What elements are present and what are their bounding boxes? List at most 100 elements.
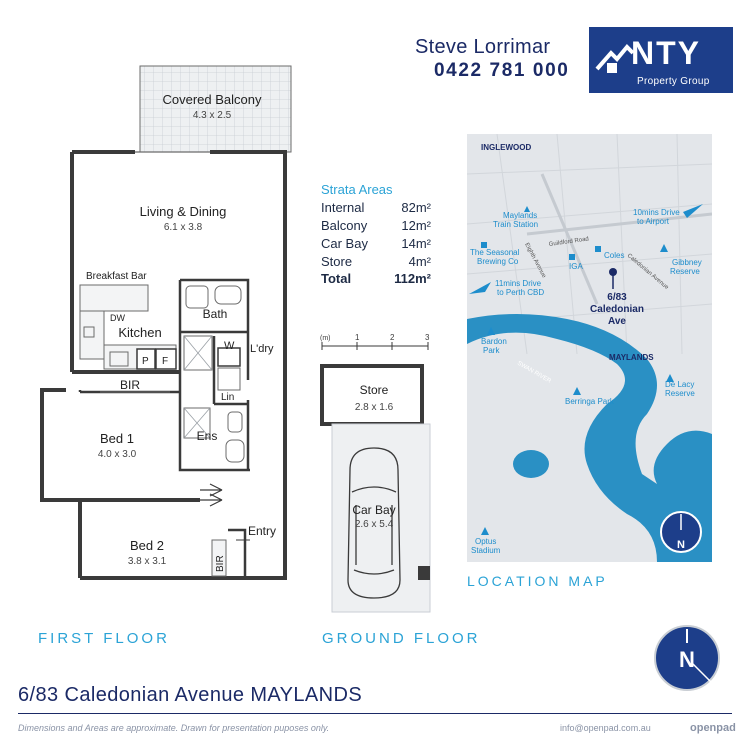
strata-value: 4m²	[408, 254, 431, 269]
map-label-maylands: MAYLANDS	[609, 353, 654, 362]
breakfast-bar-label: Breakfast Bar	[86, 271, 147, 282]
map-label-cbd: 11mins Drive	[495, 279, 542, 288]
scale-unit: (m)	[320, 335, 331, 342]
map-label-road: Guildford Road	[548, 236, 589, 248]
map-label-station: Maylands	[503, 211, 537, 220]
bath-label: Bath	[203, 307, 228, 321]
store-dims: 2.8 x 1.6	[355, 402, 394, 413]
strata-row: Car Bay 14m²	[321, 236, 431, 251]
bed1-label: Bed 1	[100, 431, 134, 446]
first-floor-label: FIRST FLOOR	[38, 630, 170, 647]
toilet-icon	[185, 285, 209, 309]
w-label: W	[224, 340, 235, 352]
map-pin-label: 6/83	[607, 292, 627, 303]
location-map[interactable]: INGLEWOOD Maylands Train Station The Sea…	[467, 134, 712, 562]
car-icon	[347, 447, 401, 599]
map-label-gibbney: Gibbney	[672, 258, 702, 267]
walls	[40, 150, 287, 580]
cooktop-icon	[109, 351, 129, 367]
entry-label: Entry	[248, 524, 276, 538]
location-map-caption: LOCATION MAP	[467, 573, 608, 589]
strata-total-label: Total	[321, 271, 352, 286]
logo-subtext: Property Group	[637, 76, 710, 87]
strata-total: Total 112m²	[321, 271, 431, 286]
sink-icon	[83, 326, 95, 338]
map-north-icon	[660, 511, 702, 553]
map-label-optus: Stadium	[471, 546, 501, 555]
ground-floor-label: GROUND FLOOR	[322, 630, 481, 647]
bed2-dims: 3.8 x 3.1	[128, 556, 167, 567]
strata-row: Internal 82m²	[321, 200, 431, 215]
shower-icon	[183, 335, 213, 371]
ensuite-label: Ens	[197, 429, 218, 443]
interior-walls	[78, 278, 250, 578]
balcony-label: Covered Balcony	[163, 92, 262, 107]
dw-label: DW	[110, 313, 125, 323]
brand-name: openpad	[690, 722, 736, 734]
map-label-gibbney: Reserve	[670, 267, 700, 276]
map-label-iga: IGA	[569, 262, 583, 271]
map-pin-label: Ave	[608, 316, 626, 327]
laundry-label: L'dry	[250, 343, 274, 355]
living-label: Living & Dining	[140, 204, 227, 219]
agent-phone[interactable]: 0422 781 000	[434, 60, 570, 81]
logo-text: NTY	[631, 35, 701, 71]
bed2-label: Bed 2	[130, 538, 164, 553]
car-bay-area	[331, 423, 431, 613]
map-label-airport: 10mins Drive	[633, 208, 680, 217]
compass-icon: N	[654, 625, 720, 691]
balcony-area	[139, 65, 292, 153]
map-label-brewery: The Seasonal	[470, 248, 520, 257]
map-label-coles: Coles	[604, 251, 624, 260]
map-label-airport: to Airport	[637, 217, 670, 226]
carbay-dims: 2.6 x 5.4	[355, 519, 394, 530]
map-label-brewery: Brewing Co	[477, 257, 519, 266]
house-logo-icon	[595, 44, 635, 73]
scale-tick-3: 3	[425, 333, 430, 342]
basin-icon	[214, 285, 242, 305]
strata-label: Store	[321, 254, 353, 269]
living-dims: 6.1 x 3.8	[164, 222, 203, 233]
bir2-label: BIR	[215, 555, 226, 572]
disclaimer: Dimensions and Areas are approximate. Dr…	[18, 723, 330, 733]
strata-label: Balcony	[321, 218, 368, 233]
map-pin-label: Caledonian	[590, 304, 644, 315]
kitchen-label: Kitchen	[118, 325, 161, 340]
property-address: 6/83 Caledonian Avenue MAYLANDS	[18, 684, 363, 706]
breakfast-bar	[79, 284, 149, 312]
bed1-dims: 4.0 x 3.0	[98, 449, 137, 460]
scale-tick-2: 2	[390, 333, 395, 342]
map-label-optus: Optus	[475, 537, 496, 546]
strata-value: 12m²	[401, 218, 431, 233]
map-label-station: Train Station	[493, 220, 538, 229]
pantry-label: P	[142, 356, 149, 367]
scale-bar	[321, 342, 429, 350]
strata-label: Internal	[321, 200, 365, 215]
scale-tick-1: 1	[355, 333, 360, 342]
map-label-berringa: Berringa Park	[565, 397, 615, 406]
contact-email[interactable]: info@openpad.com.au	[560, 723, 651, 733]
strata-total-value: 112m²	[394, 271, 431, 286]
agent-name: Steve Lorrimar	[415, 36, 551, 58]
compass-label: N	[679, 647, 695, 672]
strata-row: Balcony 12m²	[321, 218, 431, 233]
fridge-label: F	[162, 356, 168, 367]
footer-divider	[18, 713, 732, 714]
bir-label: BIR	[120, 378, 140, 392]
carbay-label: Car Bay	[352, 503, 395, 517]
map-label-cbd: to Perth CBD	[497, 288, 544, 297]
strata-label: Car Bay	[321, 236, 368, 251]
map-label-inglewood: INGLEWOOD	[481, 143, 531, 152]
store-room	[320, 364, 424, 426]
map-north-label: N	[677, 539, 685, 551]
strata-title: Strata Areas	[321, 182, 393, 197]
map-label-delacy: De Lacy	[665, 380, 694, 389]
map-label-delacy: Reserve	[665, 389, 695, 398]
linen-label: Lin	[221, 392, 234, 403]
balcony-dims: 4.3 x 2.5	[193, 110, 232, 121]
company-logo: NTY Property Group	[589, 27, 733, 93]
map-label-bardon: Bardon	[481, 337, 507, 346]
strata-value: 82m²	[401, 200, 431, 215]
map-label-bardon: Park	[483, 346, 500, 355]
store-label: Store	[360, 383, 389, 397]
